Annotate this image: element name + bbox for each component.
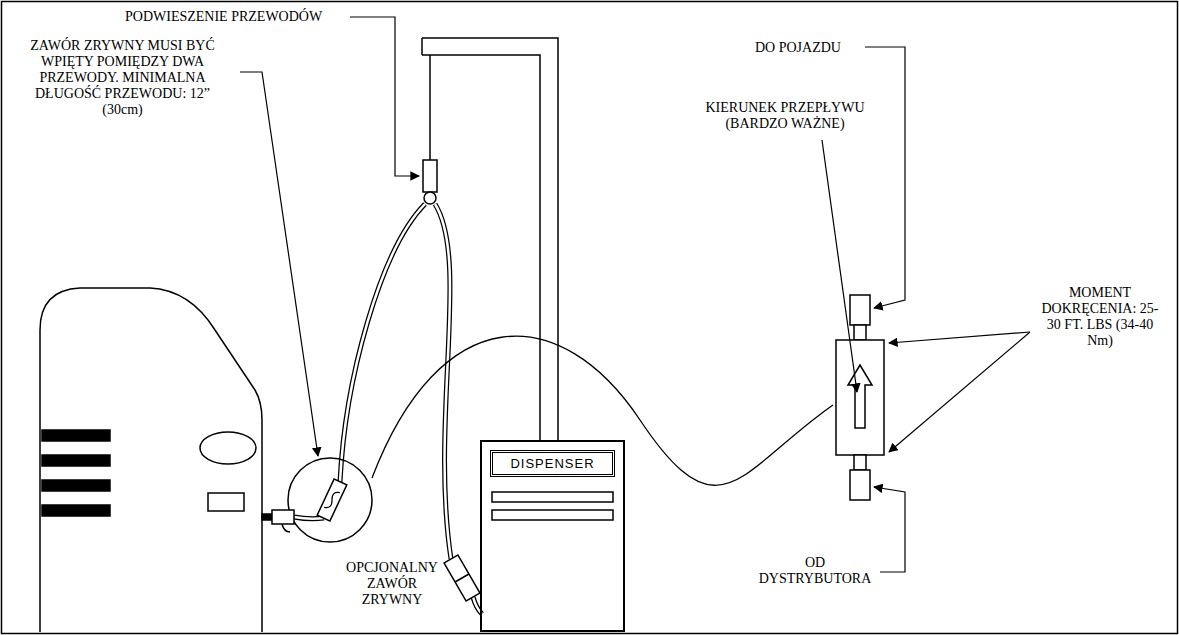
callout-label: KIERUNEK PRZEPŁYWU (BARDZO WAŻNE) bbox=[690, 100, 880, 132]
torque-note: MOMENT DOKRĘCENIA: 25-30 FT. LBS (34-40 … bbox=[1035, 285, 1165, 349]
hoses bbox=[294, 204, 833, 614]
valve-detail bbox=[836, 295, 884, 500]
callout-label: OPCJONALNY ZAWÓR ZRYWNY bbox=[343, 560, 441, 608]
leader-lines bbox=[240, 17, 1030, 572]
dispenser-panels bbox=[492, 492, 613, 520]
dispenser-label: DISPENSER bbox=[490, 450, 615, 477]
note-text: ZAWÓR ZRYWNY MUSI BYĆ WPIĘTY POMIĘDZY DW… bbox=[15, 38, 230, 118]
callout-label: OD DYSTRYBUTORA bbox=[755, 555, 875, 587]
optional-breakaway-valve bbox=[444, 555, 480, 601]
breakaway-valve bbox=[288, 458, 372, 542]
car-front bbox=[40, 288, 262, 632]
callout-label: PODWIESZENIE PRZEWODÓW bbox=[125, 9, 322, 25]
dispenser-gantry bbox=[422, 38, 558, 440]
nozzle bbox=[262, 510, 294, 532]
callout-label: DO POJAZDU bbox=[755, 40, 841, 56]
dispenser-box: DISPENSER bbox=[480, 440, 625, 632]
